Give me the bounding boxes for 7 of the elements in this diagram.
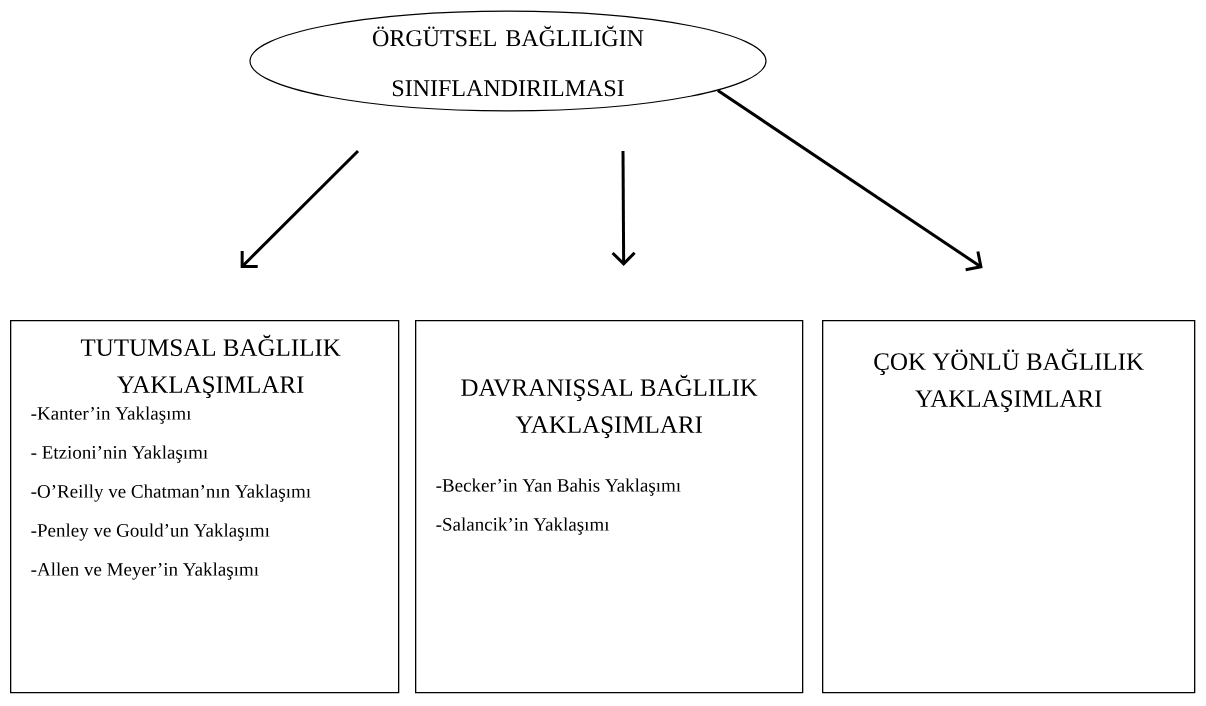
arrow	[611, 151, 636, 266]
arrow	[717, 89, 983, 272]
category-box: DAVRANIŞSAL BAĞLILIK YAKLAŞIMLARI -Becker’in Yan Bahis Yaklaşımı -Salancik’in Yaklaşımı	[415, 320, 804, 694]
ellipse-node: ÖRGÜTSEL BAĞLILIĞIN SINIFLANDIRILMASI	[249, 10, 767, 112]
arrow	[240, 149, 360, 269]
category-box: ÇOK YÖNLÜ BAĞLILIK YAKLAŞIMLARI	[822, 320, 1196, 694]
category-box: TUTUMSAL BAĞLILIK YAKLAŞIMLARI -Kanter’in Yaklaşımı - Etzioni’nin Yaklaşımı -O’Reilly ve Chatman’nın Yaklaşımı -Penley ve Gould’un Yaklaşımı -Allen ve Meyer’in Yaklaşımı	[10, 320, 400, 694]
